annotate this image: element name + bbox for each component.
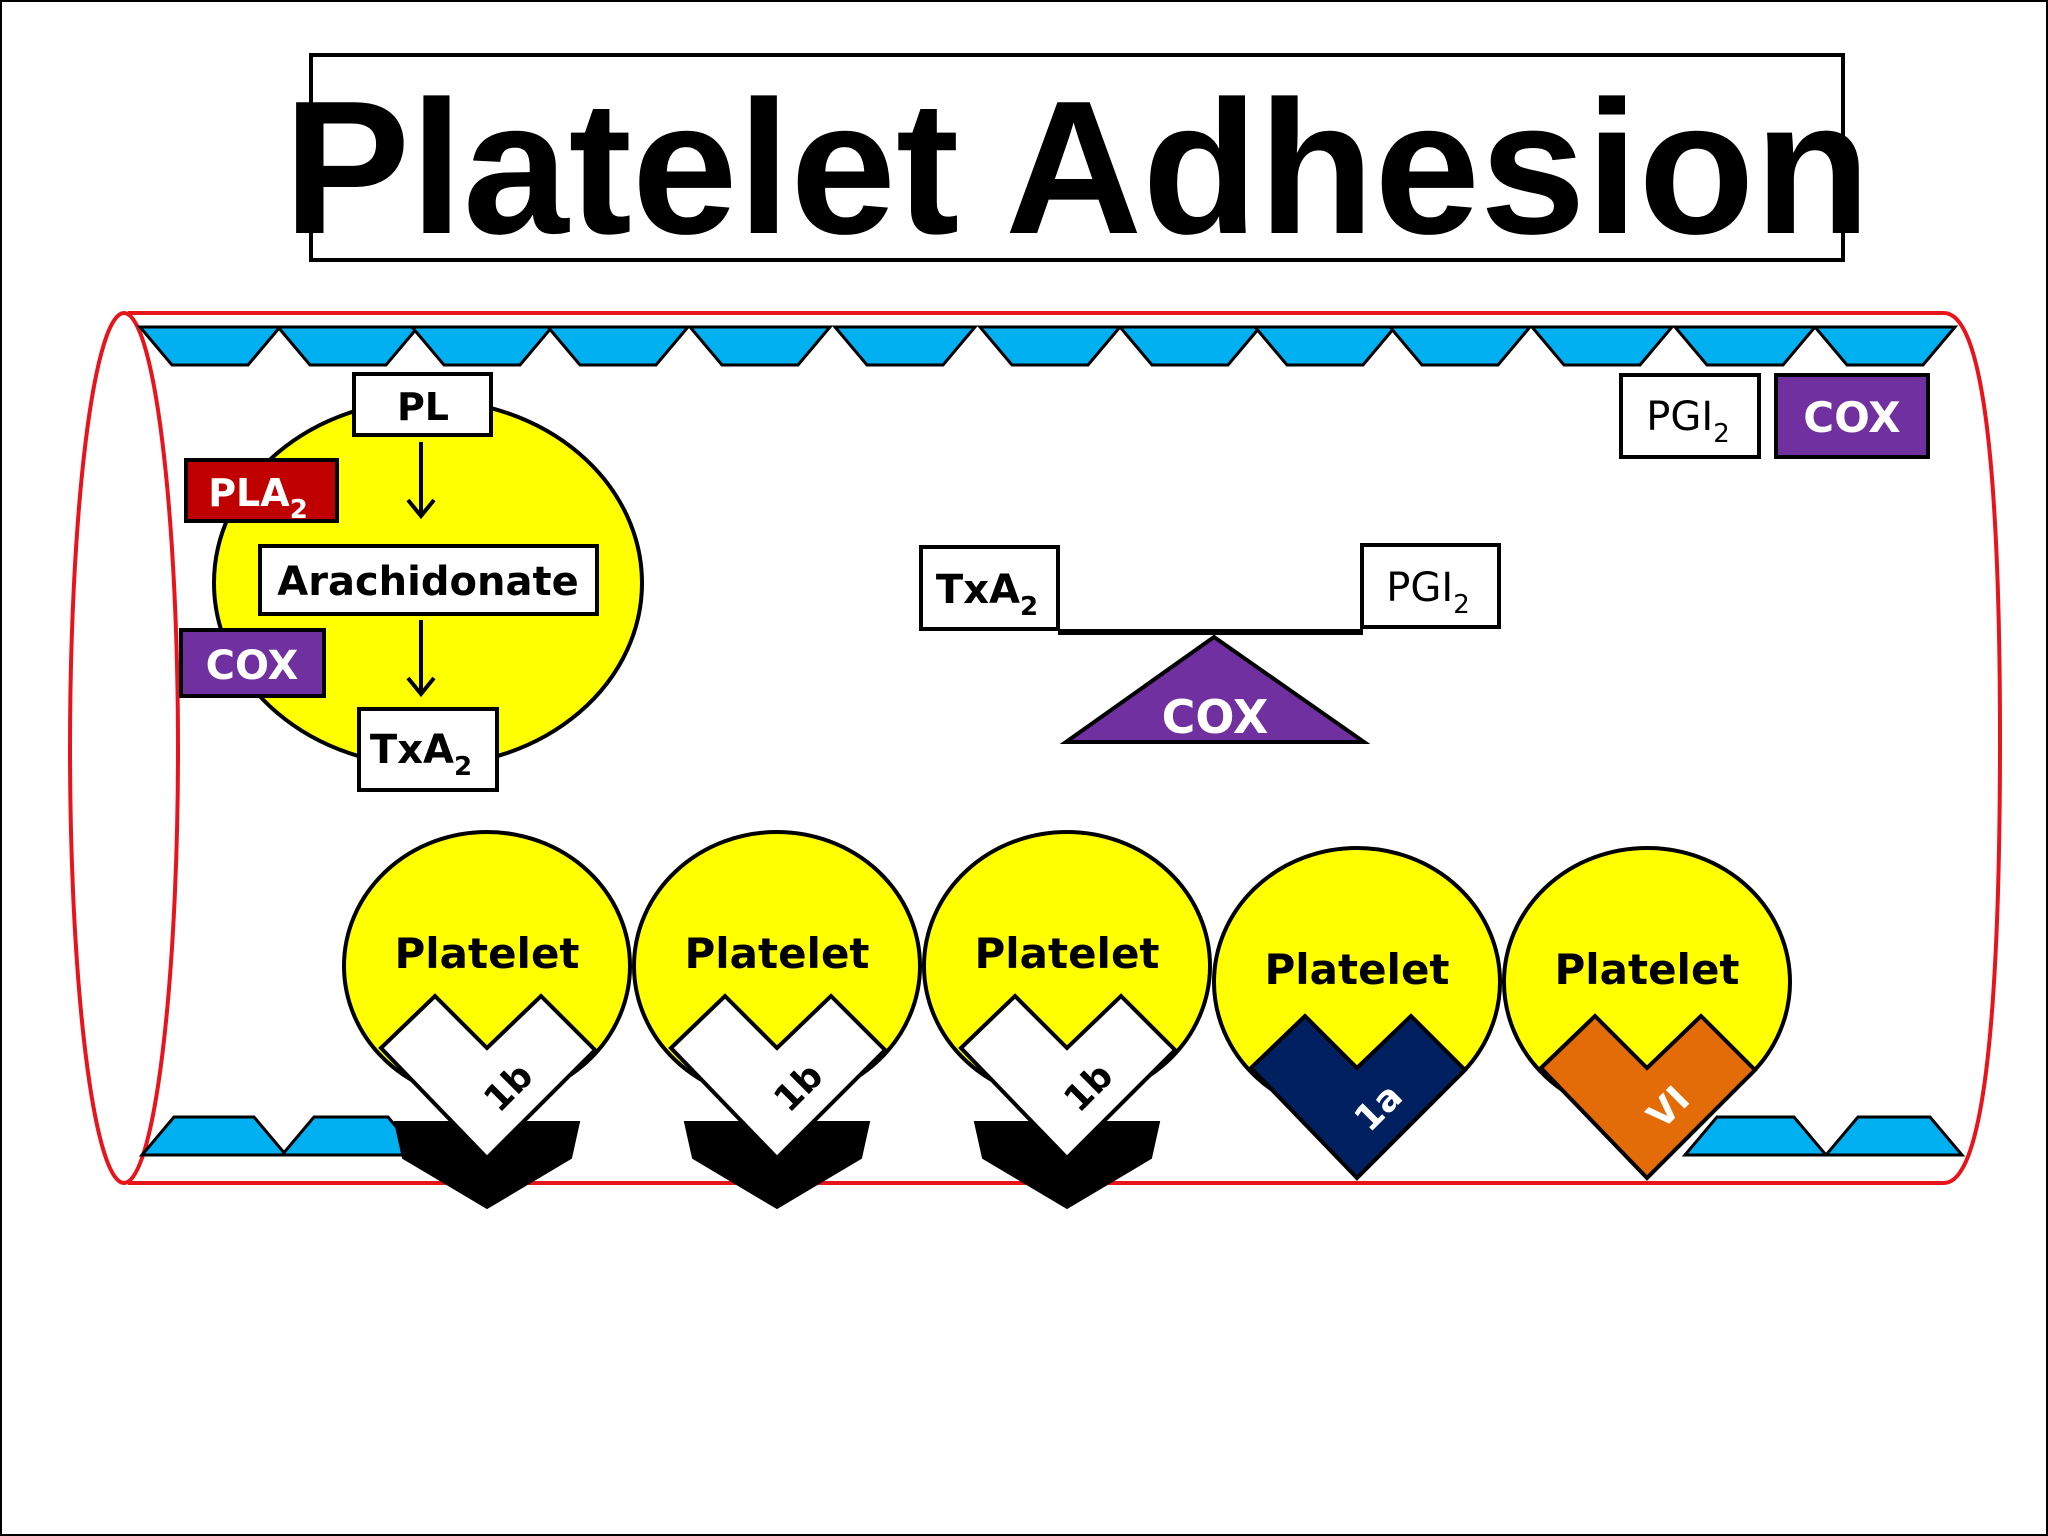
- platelet-label: Platelet: [1264, 945, 1449, 994]
- collagen-fiber: [393, 1121, 581, 1210]
- collagen-fiber: [683, 1121, 871, 1210]
- endothelial-cell: [274, 325, 422, 367]
- endothelial-cell: [136, 325, 284, 367]
- endothelium-bottom: [138, 1115, 1966, 1157]
- pla2-box: PLA2: [184, 458, 339, 525]
- endothelial-cell: [1251, 325, 1399, 367]
- endothelial-cell: [544, 325, 692, 367]
- platelet-row: Platelet 1b Platelet 1b Platelet 1b Platelet 1a…: [342, 830, 1792, 1210]
- cox-label-endothelium: COX: [1803, 393, 1900, 442]
- cox-label-fulcrum: COX: [1162, 690, 1269, 744]
- endothelial-cell: [1671, 325, 1819, 367]
- endothelial-cell: [1386, 325, 1534, 367]
- cox-box-endothelium: COX: [1774, 373, 1930, 459]
- cox-balance: TxA2 PGI2 COX: [919, 543, 1501, 744]
- receptor-shape: [1248, 1013, 1468, 1181]
- blood-vessel: [68, 311, 2003, 1185]
- platelet: Platelet 1b: [632, 830, 922, 1210]
- title-box: Platelet Adhesion: [283, 53, 1871, 274]
- cox-box-platelet: COX: [179, 628, 326, 698]
- endothelial-cell: [1116, 325, 1264, 367]
- endothelial-cell: [976, 325, 1124, 367]
- receptor-1b: 1b: [958, 993, 1178, 1210]
- endothelial-cell: [408, 325, 556, 367]
- collagen-fiber: [973, 1121, 1161, 1210]
- receptor-1b: 1b: [668, 993, 888, 1210]
- endothelial-cell: [1811, 325, 1959, 367]
- platelet: Platelet 1b: [922, 830, 1212, 1210]
- txa2-label-balance: TxA2: [936, 567, 1038, 622]
- receptor-VI: VI: [1538, 1013, 1758, 1181]
- endothelial-cell: [1681, 1115, 1830, 1157]
- arrow-arachidonate-to-txa2: [406, 620, 436, 698]
- platelet-pathway: PL PLA2 Arachidonate COX TxA2: [179, 372, 644, 792]
- cox-label-platelet: COX: [206, 643, 299, 689]
- txa2-label-platelet: TxA2: [370, 727, 472, 782]
- pla2-label: PLA2: [208, 471, 308, 525]
- receptor-1a: 1a: [1248, 1013, 1468, 1181]
- txa2-box-platelet: TxA2: [357, 707, 499, 792]
- endothelial-cell: [278, 1115, 424, 1157]
- endothelial-cell: [138, 1115, 290, 1157]
- pgi2-label-endothelium: PGI2: [1646, 394, 1729, 449]
- endothelial-products: PGI2 COX: [1619, 373, 1930, 459]
- platelet-label: Platelet: [394, 929, 579, 978]
- receptor-1b: 1b: [378, 993, 598, 1210]
- vessel-outline: [128, 311, 2003, 1185]
- pl-label: PL: [397, 385, 449, 429]
- vessel-opening: [68, 311, 180, 1185]
- receptor-shape: [1538, 1013, 1758, 1181]
- endothelial-cell: [1822, 1115, 1966, 1157]
- platelet: Platelet 1b: [342, 830, 632, 1210]
- page-title: Platelet Adhesion: [283, 62, 1870, 274]
- receptor-shape: [958, 993, 1178, 1161]
- endothelium-top: [136, 325, 1959, 367]
- platelet: Platelet 1a: [1212, 846, 1502, 1181]
- platelet-label: Platelet: [684, 929, 869, 978]
- platelet-label: Platelet: [974, 929, 1159, 978]
- receptor-shape: [378, 993, 598, 1161]
- pgi2-box-balance: PGI2: [1360, 543, 1501, 629]
- pgi2-label-balance: PGI2: [1386, 565, 1469, 620]
- pl-box: PL: [352, 372, 493, 437]
- receptor-shape: [668, 993, 888, 1161]
- arrow-pl-to-arachidonate: [406, 442, 436, 520]
- endothelial-cell: [686, 325, 834, 367]
- endothelial-cell: [831, 325, 979, 367]
- pgi2-box-endothelium: PGI2: [1619, 373, 1761, 459]
- cox-fulcrum: COX: [1059, 634, 1371, 744]
- txa2-box-balance: TxA2: [919, 545, 1060, 631]
- arachidonate-label: Arachidonate: [277, 559, 578, 605]
- platelet-label: Platelet: [1554, 945, 1739, 994]
- endothelial-cell: [1528, 325, 1676, 367]
- arachidonate-box: Arachidonate: [258, 544, 599, 616]
